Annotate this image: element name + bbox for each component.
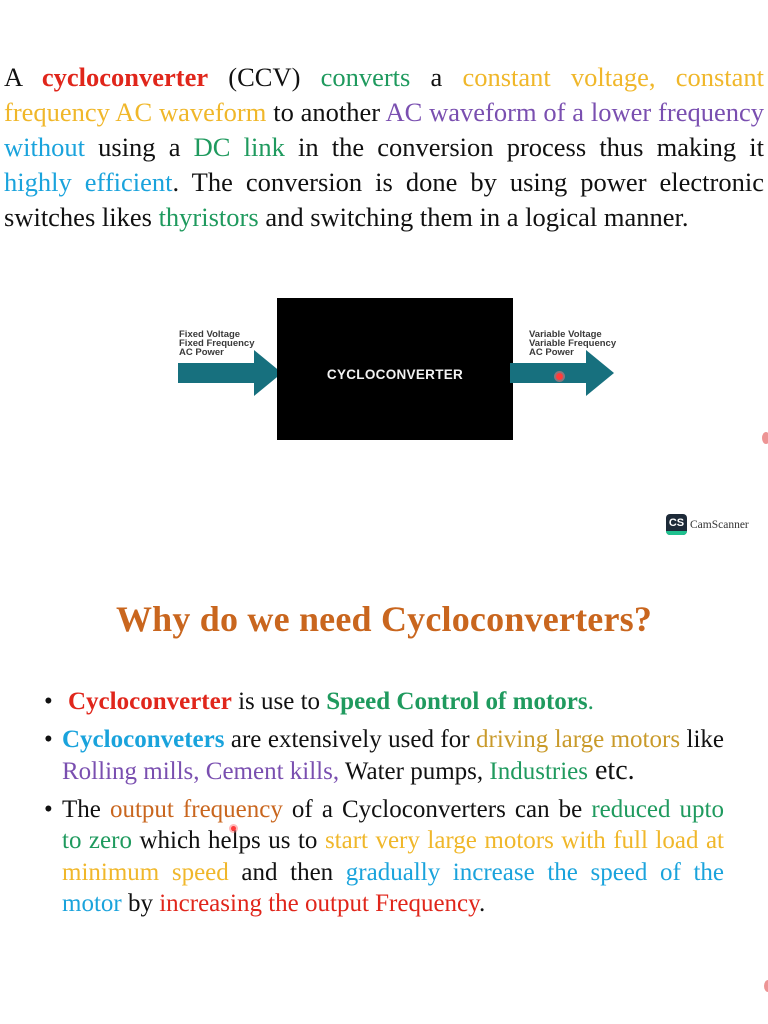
text-segment: Cycloconverter [68,688,232,715]
text-segment: Rolling mills, Cement kills, [62,758,340,785]
text-segment: without [4,132,85,162]
text-segment: converts [320,62,411,92]
output-arrow-shape [510,350,614,396]
bullet-marker-icon: • [44,795,53,823]
text-segment: The [62,795,110,823]
text-segment: and then [228,858,346,886]
text-segment: using a [84,132,194,162]
input-label-line-2: Fixed Frequency [179,338,255,349]
camscanner-logo-text: CS [668,517,685,529]
text-segment: etc. [588,755,635,786]
edge-marker-icon [762,432,768,444]
cycloconverter-box: CYCLOCONVERTER [277,298,513,440]
bullet-text: Cycloconverter is use to Speed Control o… [68,688,594,715]
text-segment: constant voltage, constant frequency AC … [4,62,765,127]
text-segment: increasing the output Frequency [159,890,480,917]
text-segment: highly efficient [4,167,173,197]
bullet-item: • The output frequency of a Cycloconvert… [44,794,724,920]
text-segment: Speed Control of motors [326,688,588,715]
intro-paragraph: A cycloconverter (CCV) converts a consta… [4,60,764,235]
text-segment: cycloconverter [41,62,209,92]
text-segment: in the conversion process thus making it [284,132,765,162]
text-segment: Industries [489,758,588,785]
bullet-marker-icon: • [44,688,53,715]
output-label-line-2: Variable Frequency [529,338,617,349]
text-segment: . The conversion is done by using power … [4,167,764,232]
input-arrow-icon [178,350,282,396]
text-segment: is use to [231,688,327,715]
output-label: Variable Voltage Variable Frequency AC P… [529,329,617,358]
text-segment: Water pumps, [339,758,490,785]
pointer-dot-icon [556,373,563,380]
text-segment: a [410,62,463,92]
bullet-item: • Cycloconverter is use to Speed Control… [44,686,724,718]
text-segment: start very large motors with full load a… [62,827,725,886]
output-arrow-icon [510,350,614,396]
text-segment: (CCV) [208,62,321,92]
text-segment: output frequency [109,795,283,823]
text-segment: are extensively used for [224,725,476,753]
text-segment: Cycloconveters [62,725,225,753]
bullet-item: • Cycloconveters are extensively used fo… [44,724,724,788]
camscanner-watermark: CS CamScanner [666,514,749,535]
text-segment: of a Cycloconverters can be [282,795,592,823]
text-segment: . [587,688,594,715]
text-segment: thyristors [158,202,259,232]
watermark-band [0,450,768,590]
definition-section: A cycloconverter (CCV) converts a consta… [0,0,768,450]
text-segment: by [121,890,160,917]
camscanner-logo-icon: CS [666,514,687,535]
cycloconverter-block-diagram: Fixed Voltage Fixed Frequency AC Power C… [170,296,630,446]
camscanner-name: CamScanner [690,518,749,531]
text-segment: driving large motors [476,725,681,753]
text-segment: which helps us to [131,827,325,854]
slide-title: Why do we need Cycloconverters? [115,599,653,639]
bullet-list: • Cycloconverter is use to Speed Control… [44,686,724,920]
text-segment: reduced upto to zero [62,795,724,855]
pointer-dot-icon [231,826,236,831]
text-segment: . [479,890,486,917]
text-segment: to another [266,97,386,127]
text-segment: and switching them in a logical manner. [258,202,689,232]
bullet-text: Cycloconveters are extensively used for … [62,725,725,787]
input-arrow-shape [178,350,282,396]
text-segment: A [4,62,42,92]
text-segment: gradually increase the speed of the moto… [62,858,725,918]
text-segment: like [680,725,725,753]
text-segment: DC link [193,132,285,162]
bullet-marker-icon: • [44,725,53,753]
output-label-line-1: Variable Voltage [529,329,602,340]
input-label-line-3: AC Power [179,347,224,358]
bullet-text: The output frequency of a Cycloconverter… [62,796,724,918]
input-label-line-1: Fixed Voltage [179,329,241,340]
cycloconverter-label: CYCLOCONVERTER [326,366,464,382]
edge-marker-icon [764,980,768,992]
input-label: Fixed Voltage Fixed Frequency AC Power [179,329,255,358]
output-label-line-3: AC Power [529,347,574,358]
text-segment: AC waveform of a lower frequency [385,97,764,127]
slide-section [0,590,768,1024]
